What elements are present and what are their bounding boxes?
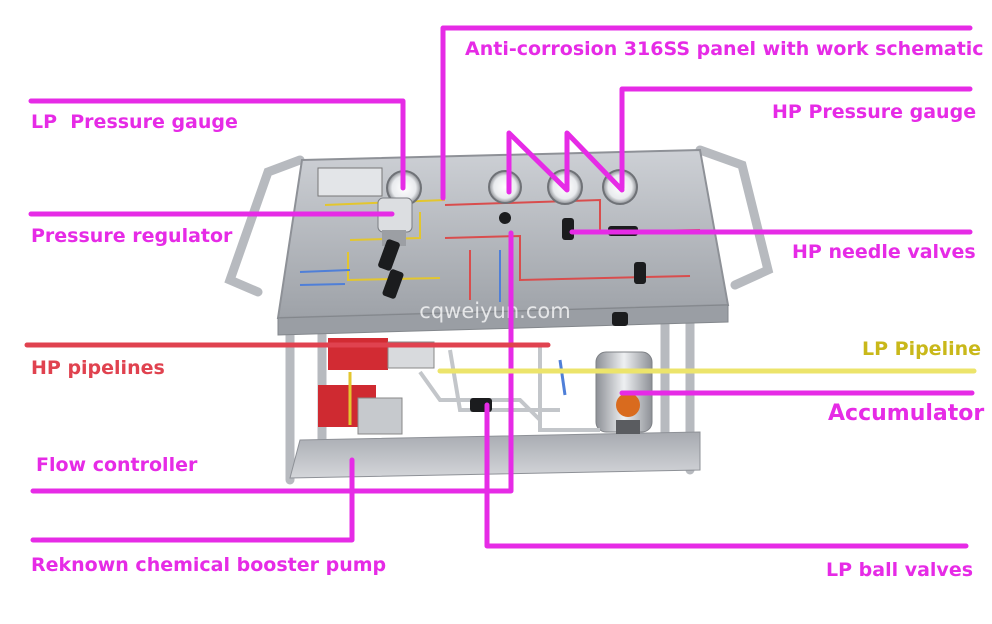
label-hp-pipelines: HP pipelines xyxy=(31,357,165,379)
base-tray xyxy=(289,431,701,479)
label-hp-pressure-gauge: HP Pressure gauge xyxy=(772,101,977,123)
label-lp-pipeline: LP Pipeline xyxy=(862,338,982,360)
booster-pumps xyxy=(318,338,435,435)
line-lp-gauge xyxy=(28,98,406,191)
schematic-plate xyxy=(317,167,383,197)
label-lp-pressure-gauge: LP Pressure gauge xyxy=(31,111,238,133)
panel-schematic xyxy=(299,198,701,302)
line-flow-controller xyxy=(30,230,514,494)
line-hp-gauge xyxy=(619,86,973,191)
label-accumulator: Accumulator xyxy=(828,401,985,426)
label-pressure-regulator: Pressure regulator xyxy=(31,225,233,247)
label-flow-controller: Flow controller xyxy=(36,454,198,476)
label-booster-pump: Reknown chemical booster pump xyxy=(31,554,387,576)
label-anti-corrosion-panel: Anti-corrosion 316SS panel with work sch… xyxy=(465,38,984,60)
line-ball-valves xyxy=(484,402,969,549)
watermark: cqweiyun.com xyxy=(419,299,570,323)
label-lp-ball-valves: LP ball valves xyxy=(826,559,974,581)
line-hp-gauge-zigzag xyxy=(506,130,625,195)
label-hp-needle-valves: HP needle valves xyxy=(792,241,976,263)
line-anti-corrosion xyxy=(440,25,973,201)
line-booster-pump xyxy=(30,457,355,543)
